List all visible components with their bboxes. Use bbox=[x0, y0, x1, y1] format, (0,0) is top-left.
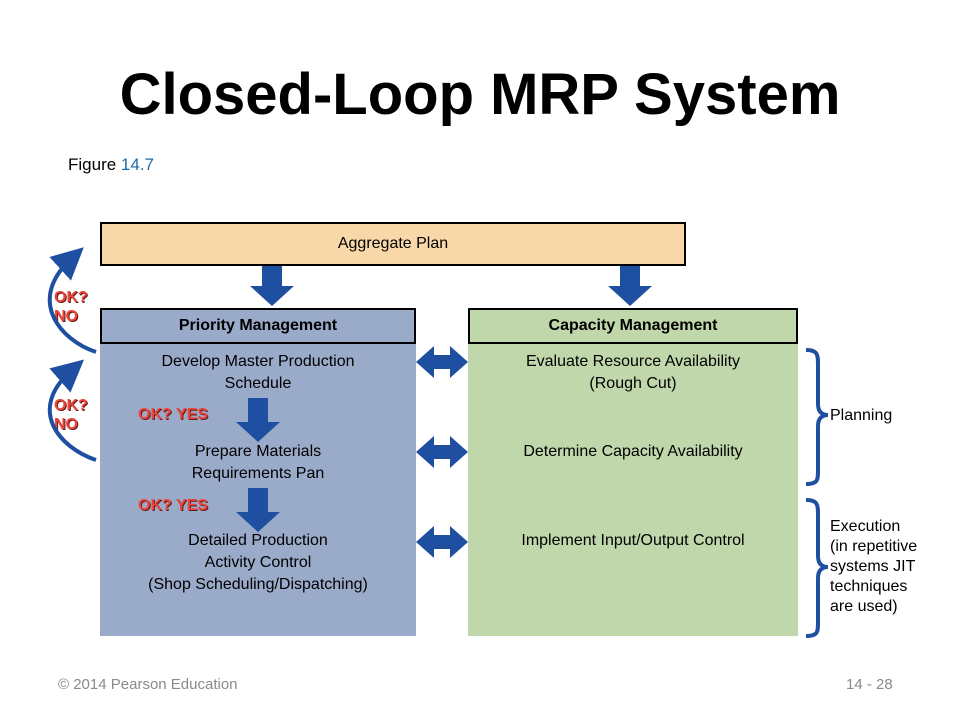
double-arrow-icon bbox=[416, 436, 468, 468]
step-line: (Shop Scheduling/Dispatching) bbox=[148, 576, 368, 593]
execution-line: systems JIT bbox=[830, 558, 916, 575]
step-master-production-schedule: Develop Master Production Schedule bbox=[100, 351, 416, 395]
step-line: Evaluate Resource Availability bbox=[525, 353, 741, 370]
execution-brace-icon bbox=[805, 498, 829, 638]
feedback-label-bottom: OK? NO bbox=[54, 396, 88, 434]
figure-number: 14.7 bbox=[120, 155, 155, 174]
execution-label: Execution (in repetitive systems JIT tec… bbox=[830, 517, 917, 617]
down-arrow-icon bbox=[608, 266, 652, 306]
step-line: Develop Master Production bbox=[161, 353, 355, 370]
down-arrow-icon bbox=[250, 266, 294, 306]
double-arrow-icon bbox=[416, 346, 468, 378]
step-determine-capacity-availability: Determine Capacity Availability bbox=[468, 441, 798, 463]
ok-yes-label: OK? YES bbox=[138, 497, 208, 514]
figure-prefix: Figure bbox=[68, 155, 117, 174]
step-production-activity-control: Detailed Production Activity Control (Sh… bbox=[100, 530, 416, 596]
ok-yes-label: OK? YES bbox=[138, 406, 208, 423]
feedback-no: NO bbox=[54, 416, 78, 433]
footer-copyright: © 2014 Pearson Education bbox=[58, 676, 238, 693]
step-line: (Rough Cut) bbox=[589, 375, 677, 392]
step-evaluate-resource-availability: Evaluate Resource Availability (Rough Cu… bbox=[468, 351, 798, 395]
capacity-management-header: Capacity Management bbox=[468, 308, 798, 344]
execution-line: are used) bbox=[830, 598, 898, 615]
feedback-ok: OK? bbox=[54, 289, 88, 306]
feedback-loop-arrow-icon bbox=[47, 247, 97, 354]
step-line: Implement Input/Output Control bbox=[521, 532, 745, 549]
aggregate-plan-box: Aggregate Plan bbox=[100, 222, 686, 266]
step-line: Requirements Pan bbox=[191, 465, 325, 482]
step-input-output-control: Implement Input/Output Control bbox=[468, 530, 798, 552]
capacity-management-column bbox=[468, 344, 798, 636]
down-arrow-icon bbox=[236, 398, 280, 442]
execution-line: Execution bbox=[830, 518, 901, 535]
double-arrow-icon bbox=[416, 526, 468, 558]
figure-label: Figure 14.7 bbox=[68, 155, 154, 175]
planning-label: Planning bbox=[830, 407, 893, 424]
planning-brace-icon bbox=[805, 348, 829, 486]
priority-management-header: Priority Management bbox=[100, 308, 416, 344]
feedback-no: NO bbox=[54, 308, 78, 325]
feedback-ok: OK? bbox=[54, 397, 88, 414]
step-line: Schedule bbox=[224, 375, 292, 392]
step-line: Activity Control bbox=[204, 554, 312, 571]
execution-line: techniques bbox=[830, 578, 908, 595]
page-title: Closed-Loop MRP System bbox=[119, 62, 841, 127]
step-line: Detailed Production bbox=[188, 532, 328, 549]
step-line: Prepare Materials bbox=[194, 443, 322, 460]
feedback-label-top: OK? NO bbox=[54, 288, 88, 326]
footer-page-number: 14 - 28 bbox=[846, 676, 893, 693]
step-materials-requirements: Prepare Materials Requirements Pan bbox=[100, 441, 416, 485]
step-line: Determine Capacity Availability bbox=[523, 443, 743, 460]
execution-line: (in repetitive bbox=[830, 538, 918, 555]
feedback-loop-arrow-icon bbox=[47, 359, 97, 462]
down-arrow-icon bbox=[236, 488, 280, 532]
